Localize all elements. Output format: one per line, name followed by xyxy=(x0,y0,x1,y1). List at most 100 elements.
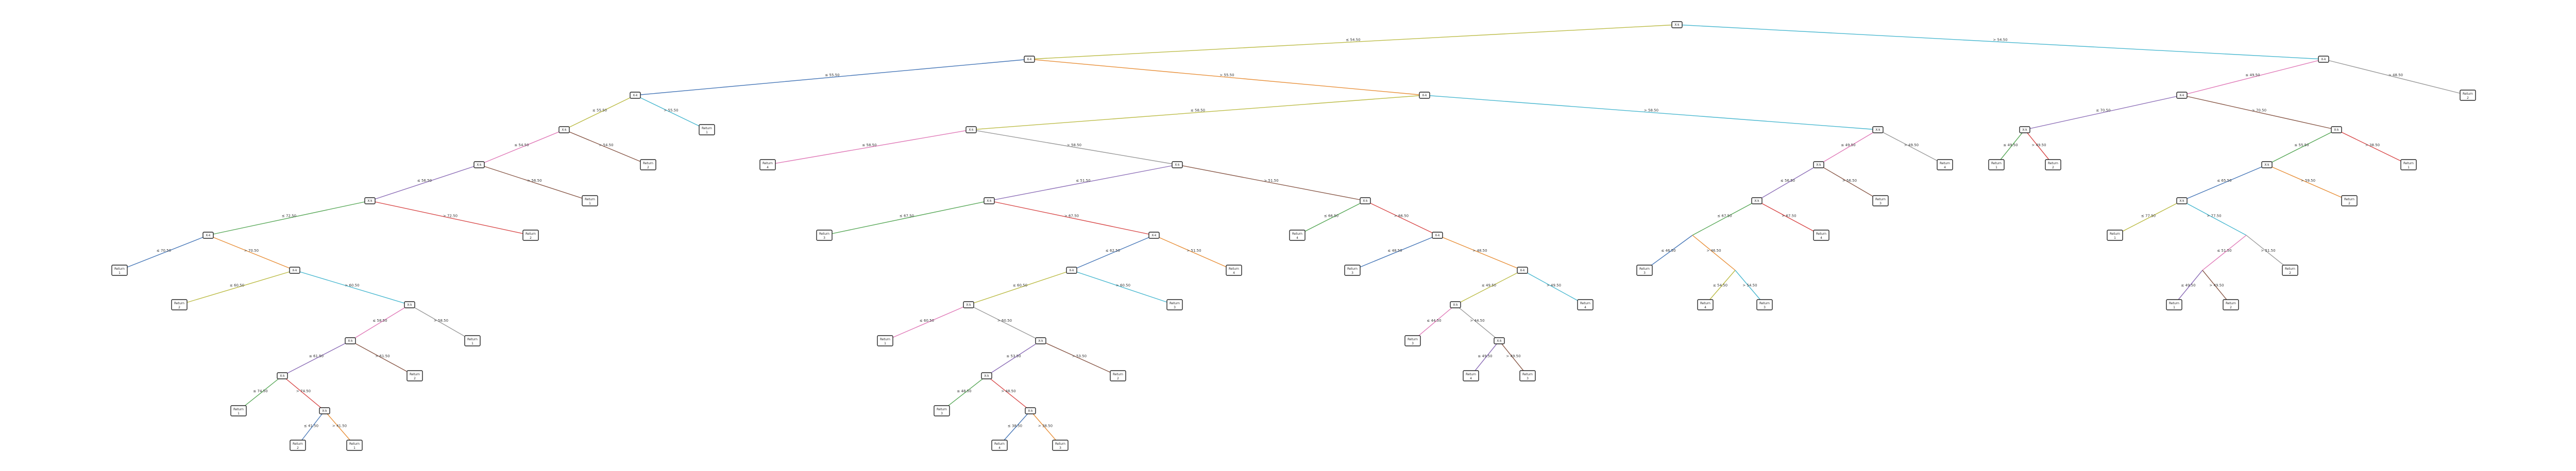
node-box xyxy=(699,124,715,135)
tree-edge xyxy=(1352,235,1438,271)
tree-edge xyxy=(294,270,410,305)
node-label: Return xyxy=(233,408,244,411)
node-value: 3 xyxy=(1527,377,1529,380)
tree-edge xyxy=(971,129,1178,165)
node-label: Return xyxy=(467,338,478,341)
tree-edge xyxy=(282,375,325,411)
tree-edge xyxy=(479,164,590,201)
edge-label: ≤ 66.50 xyxy=(1324,214,1338,218)
node-box xyxy=(364,197,376,204)
node-box xyxy=(558,126,570,133)
edge-label: ≤ 67.50 xyxy=(900,214,914,218)
node-value: 2 xyxy=(178,306,180,309)
node-label: Return xyxy=(2048,162,2058,165)
tree-nodes: X-kX-kX-kX-kX-kX-kX-kX-kX-kX-kX-kX-kX-kR… xyxy=(111,21,2476,451)
node-box xyxy=(1110,370,1126,381)
node-value: 2 xyxy=(2467,96,2469,100)
node-box xyxy=(1172,161,1183,168)
edge-label: ≤ 60.50 xyxy=(920,319,934,323)
split-node: X-k xyxy=(963,301,974,308)
edge-label: ≤ 55.50 xyxy=(2294,143,2309,147)
split-node: X-k xyxy=(984,197,995,204)
tree-edge xyxy=(1676,24,2324,60)
node-value: 1 xyxy=(1995,166,1997,169)
tree-edge xyxy=(1522,270,1586,305)
node-box xyxy=(319,407,330,414)
split-node: X-k xyxy=(277,372,288,379)
node-label: X-k xyxy=(562,128,567,132)
node-box xyxy=(2045,159,2061,170)
edge-label: ≤ 46.50 xyxy=(1661,249,1675,253)
node-value: 2 xyxy=(2052,166,2054,169)
node-label: Return xyxy=(1759,302,1770,305)
edge-label: > 41.50 xyxy=(332,424,347,428)
node-label: Return xyxy=(1408,338,1418,341)
split-node: X-k xyxy=(630,92,641,99)
node-label: Return xyxy=(2403,162,2414,165)
edge-label: > 58.50 xyxy=(434,319,448,323)
tree-edge xyxy=(1705,270,1736,305)
node-label: X-k xyxy=(1363,199,1368,203)
edge-label: ≤ 58.50 xyxy=(372,319,387,323)
node-label: Return xyxy=(2169,302,2179,305)
node-label: Return xyxy=(1522,373,1533,376)
node-label: Return xyxy=(2285,267,2295,271)
tree-edge xyxy=(2246,235,2291,271)
node-box xyxy=(404,301,415,308)
edge-label: > 61.50 xyxy=(375,354,389,358)
node-label: Return xyxy=(937,408,947,411)
node-value: 1 xyxy=(353,446,355,450)
tree-edge xyxy=(968,270,1072,305)
tree-edge xyxy=(369,200,531,236)
node-label: X-k xyxy=(1151,234,1157,237)
edge-label: > 60.50 xyxy=(997,319,1012,323)
edge-label: ≤ 56.50 xyxy=(1781,179,1795,183)
tree-edge xyxy=(564,129,649,165)
node-box xyxy=(2176,92,2188,99)
node-box xyxy=(1937,159,1953,170)
tree-edge xyxy=(2174,270,2203,305)
node-label: X-k xyxy=(1038,339,1043,343)
node-label: Return xyxy=(2226,302,2236,305)
edge-label: > 59.50 xyxy=(2301,179,2315,183)
node-box xyxy=(406,370,423,381)
node-value: 1 xyxy=(589,202,591,205)
node-box xyxy=(1519,370,1536,381)
edge-label: > 51.50 xyxy=(1187,249,1201,253)
node-label: Return xyxy=(762,162,773,165)
split-node: X-k xyxy=(2019,126,2030,133)
tree-edge xyxy=(1365,200,1438,236)
split-node: X-k xyxy=(1025,407,1036,414)
node-box xyxy=(1517,267,1528,274)
node-box xyxy=(464,335,481,346)
node-label: X-k xyxy=(1497,339,1502,343)
node-label: X-k xyxy=(407,303,412,307)
node-label: Return xyxy=(1991,162,2002,165)
node-label: X-k xyxy=(367,199,372,203)
node-label: X-k xyxy=(348,339,353,343)
tree-edge xyxy=(1071,270,1175,305)
node-box xyxy=(981,372,992,379)
edge-label: ≤ 51.50 xyxy=(1076,179,1090,183)
tree-edge xyxy=(1029,59,1425,96)
node-value: 4 xyxy=(998,446,1001,450)
edge-label: > 54.50 xyxy=(1742,284,1757,288)
tree-edge xyxy=(986,340,1041,376)
node-box xyxy=(877,335,893,346)
node-label: X-k xyxy=(2022,128,2027,132)
tree-edge xyxy=(1756,200,1822,236)
edge-label: > 48.50 xyxy=(1001,389,1015,393)
node-box xyxy=(2282,265,2298,276)
edge-label: > 56.50 xyxy=(1842,179,1857,183)
node-box xyxy=(1756,299,1773,310)
tree-edge-labels: ≤ 54.50> 54.50≤ 55.50> 55.50≤ 55.50> 55.… xyxy=(157,38,2403,428)
edge-label: > 49.50 xyxy=(2209,284,2224,288)
node-box xyxy=(345,337,356,344)
